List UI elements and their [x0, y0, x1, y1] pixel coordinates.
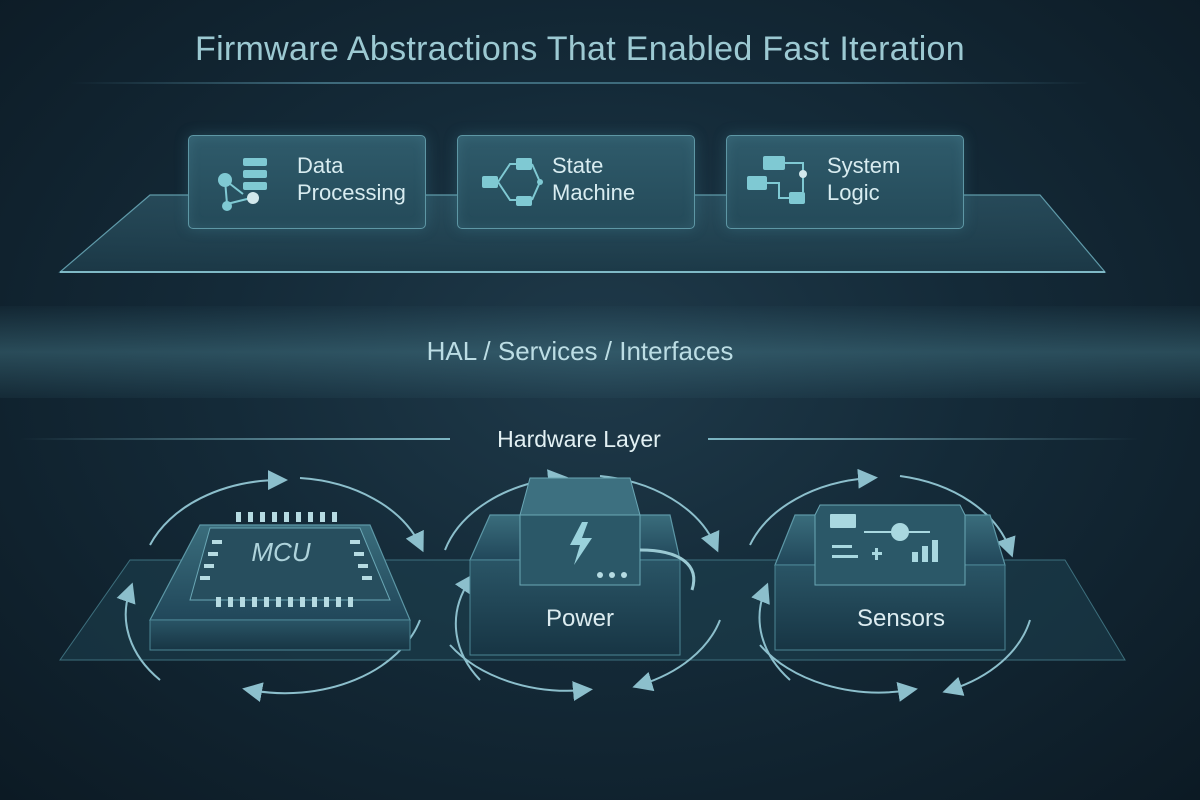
diagram-title: Firmware Abstractions That Enabled Fast … — [195, 30, 965, 68]
card-data-processing: Data Processing — [188, 135, 426, 229]
sensors-cycle-arrows — [749, 468, 1031, 702]
sensors-label: Sensors — [856, 605, 946, 632]
card-label: State Machine — [552, 153, 636, 205]
state-machine-icon — [482, 158, 543, 206]
lightning-icon — [570, 522, 592, 565]
card-label: System Logic — [827, 153, 901, 205]
data-processing-icon — [218, 158, 267, 211]
card-label: Data Processing — [297, 153, 406, 205]
hardware-divider-left — [20, 438, 450, 440]
title-divider — [70, 82, 1090, 84]
card-system-logic: System Logic — [726, 135, 964, 229]
hardware-layer-label: Hardware Layer — [497, 426, 661, 452]
card-state-machine: State Machine — [457, 135, 695, 229]
sensor-panel-icon — [830, 514, 938, 562]
hardware-divider-right — [708, 438, 1138, 440]
mcu-chip-icon — [149, 512, 411, 651]
sensors-box-icon — [774, 504, 1006, 651]
hal-band — [0, 306, 1200, 398]
hal-label: HAL / Services / Interfaces — [426, 336, 734, 366]
system-logic-icon — [747, 156, 807, 204]
mcu-chip-label: MCU — [251, 537, 311, 567]
power-label: Power — [545, 605, 615, 632]
power-box-icon — [469, 477, 696, 656]
